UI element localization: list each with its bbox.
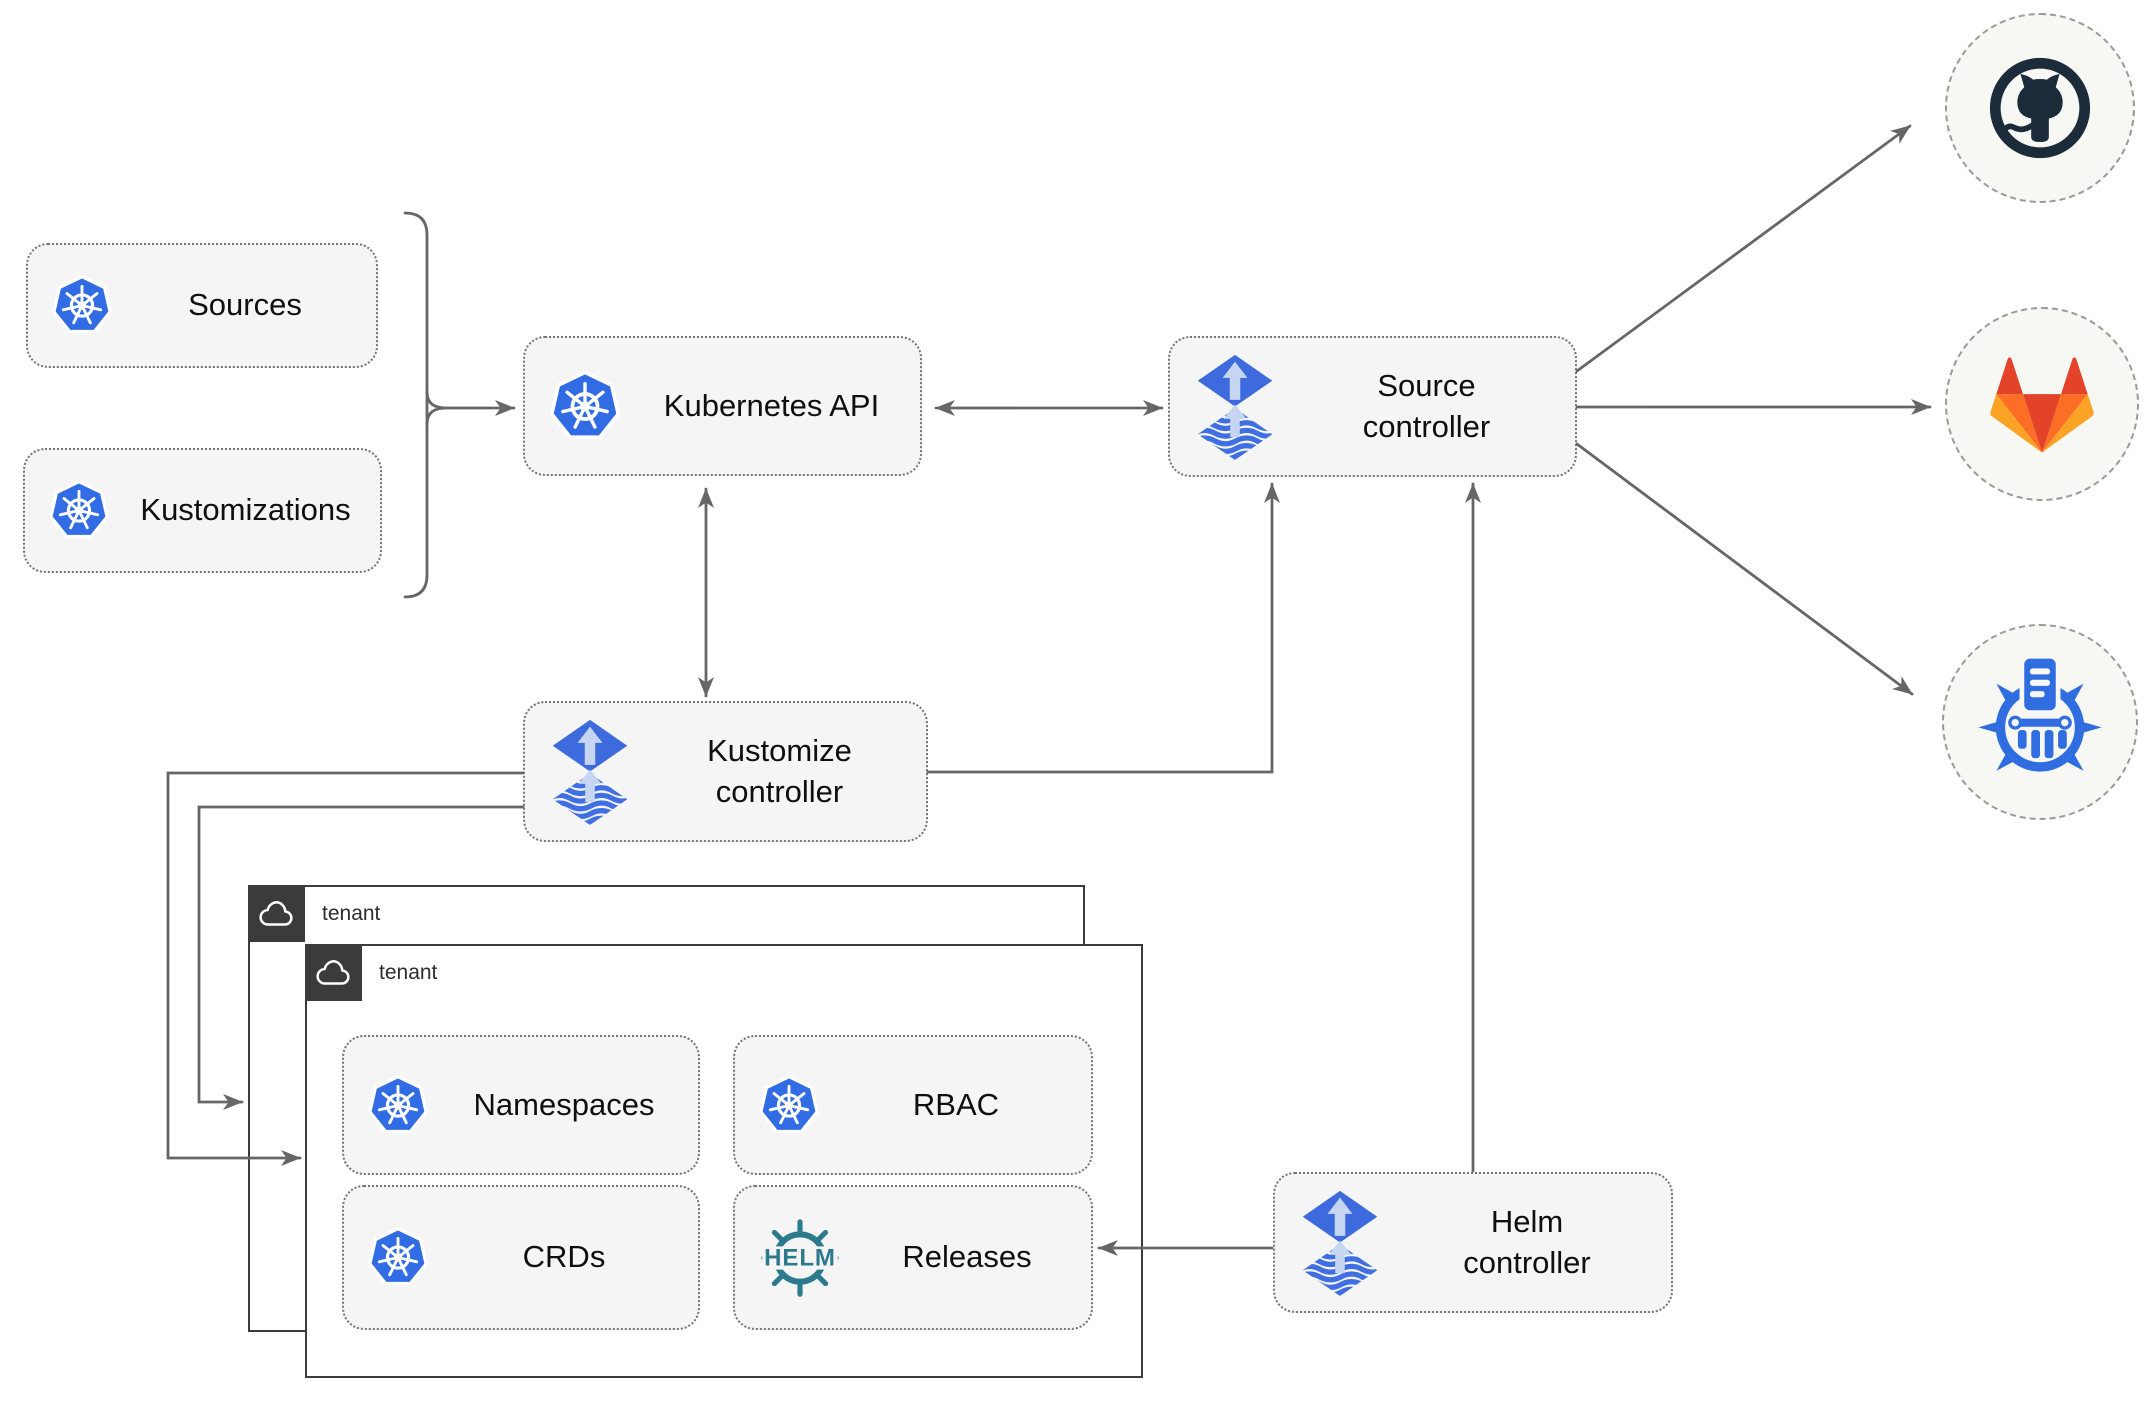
node-label: Kustomizations xyxy=(140,492,351,528)
node-kustomizations: Kustomizations xyxy=(23,448,382,573)
tenant-label: tenant xyxy=(379,960,438,984)
arrow-kustomize-to-source-controller xyxy=(926,482,1280,774)
gitlab-tanuki-icon xyxy=(1980,342,2104,466)
kubernetes-icon xyxy=(757,1072,821,1139)
tenant-badge xyxy=(304,943,362,1001)
arrow-source-to-chart-repository xyxy=(1575,442,1914,696)
node-sources: Sources xyxy=(26,243,378,368)
kubernetes-icon xyxy=(50,272,114,339)
node-label: CRDs xyxy=(522,1239,606,1275)
node-rbac: RBAC xyxy=(733,1035,1093,1175)
kubernetes-icon xyxy=(47,477,111,544)
external-gitlab xyxy=(1945,307,2139,501)
github-octocat-icon xyxy=(1977,45,2103,171)
node-kustomize-controller: Kustomize controller xyxy=(523,701,928,842)
chartmuseum-wheel-icon xyxy=(1973,655,2107,789)
tenant-label: tenant xyxy=(322,901,381,925)
external-github xyxy=(1945,13,2135,203)
cloud-icon xyxy=(313,955,353,989)
node-kubernetes-api: Kubernetes API xyxy=(523,336,922,476)
node-label: Kustomize controller xyxy=(707,733,852,809)
node-source-controller: Source controller xyxy=(1168,336,1577,477)
flux-icon xyxy=(547,718,633,825)
helm-wheel-icon xyxy=(757,1215,843,1301)
kubernetes-icon xyxy=(366,1072,430,1139)
flux-icon xyxy=(1297,1189,1383,1296)
node-label: Namespaces xyxy=(473,1086,655,1122)
node-label: Releases xyxy=(902,1239,1032,1275)
flux-icon xyxy=(1192,353,1278,460)
node-label: Source controller xyxy=(1362,368,1491,444)
node-label: Kubernetes API xyxy=(663,387,880,423)
arrow-source-to-github xyxy=(1575,124,1912,373)
node-label: Helm controller xyxy=(1463,1204,1591,1280)
cloud-icon xyxy=(256,896,296,930)
kubernetes-icon xyxy=(366,1224,430,1291)
kubernetes-icon xyxy=(547,367,623,446)
bracket-sources-group xyxy=(403,211,429,599)
tenant-badge xyxy=(247,884,305,942)
node-releases: Releases xyxy=(733,1185,1093,1330)
node-label: Sources xyxy=(188,287,302,323)
node-namespaces: Namespaces xyxy=(342,1035,700,1175)
node-label: RBAC xyxy=(912,1086,1000,1122)
external-chart-repository xyxy=(1942,624,2138,820)
bracket-fork xyxy=(425,390,448,426)
node-helm-controller: Helm controller xyxy=(1273,1172,1673,1313)
node-crds: CRDs xyxy=(342,1185,700,1330)
